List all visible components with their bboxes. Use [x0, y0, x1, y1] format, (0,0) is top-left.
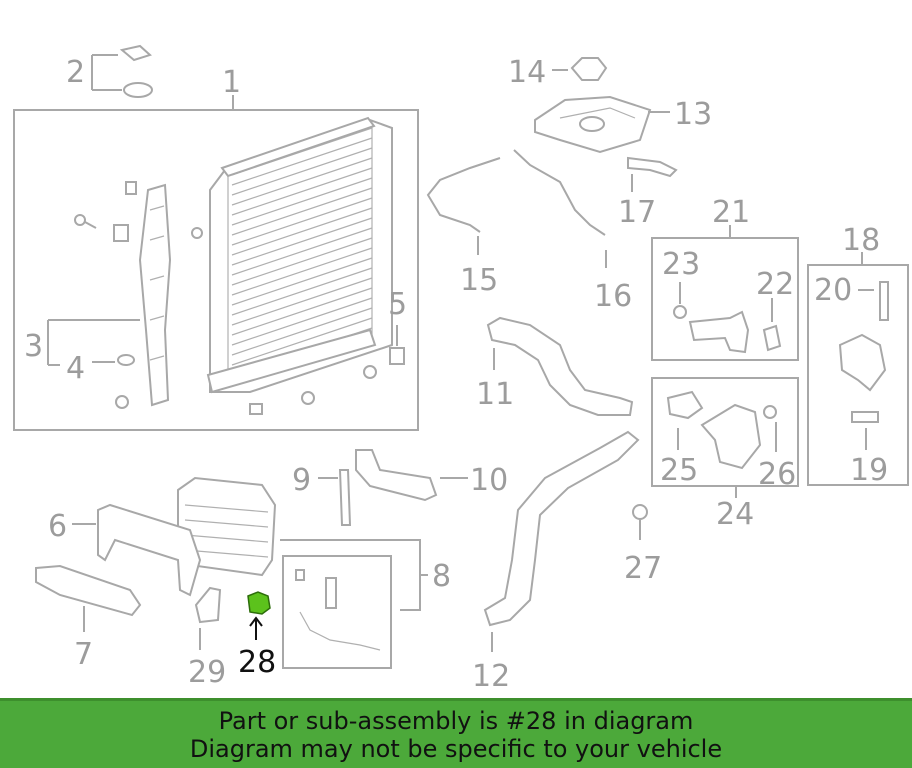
callout-19[interactable]: 19: [850, 453, 888, 488]
grommet-icon: [117, 354, 135, 366]
callout-26[interactable]: 26: [758, 457, 796, 492]
callout-11[interactable]: 11: [476, 377, 514, 412]
callout-28-arrow: [249, 616, 263, 640]
bolt-27: [632, 504, 648, 520]
callout-5[interactable]: 5: [388, 287, 407, 322]
wiring-harness-group-8: [280, 539, 428, 669]
clip-icon: [389, 347, 405, 365]
callout-21[interactable]: 21: [712, 195, 750, 230]
callout-9[interactable]: 9: [292, 463, 311, 498]
info-banner: Part or sub-assembly is #28 in diagram D…: [0, 698, 912, 768]
callout-1[interactable]: 1: [222, 65, 241, 100]
callout-10[interactable]: 10: [470, 463, 508, 498]
radiator-assembly-group: [13, 95, 419, 431]
highlighted-part-28[interactable]: [247, 591, 271, 615]
radiator-bracket: [113, 181, 172, 407]
outlet-group-18: [807, 252, 909, 486]
banner-line-disclaimer: Diagram may not be specific to your vehi…: [189, 734, 723, 763]
callout-22[interactable]: 22: [756, 267, 794, 302]
callout-12[interactable]: 12: [472, 659, 510, 694]
callout-6[interactable]: 6: [48, 509, 67, 544]
callout-13[interactable]: 13: [674, 97, 712, 132]
washer-icon: [119, 44, 152, 62]
callout-14[interactable]: 14: [508, 55, 546, 90]
nut-icon: [301, 391, 315, 405]
callout-16[interactable]: 16: [594, 279, 632, 314]
bolt-icon: [363, 365, 377, 379]
callout-2[interactable]: 2: [66, 55, 85, 90]
clip-icon: [249, 403, 263, 415]
bracket-9: [338, 469, 352, 526]
callout-8[interactable]: 8: [432, 559, 451, 594]
air-shutter-assembly: [97, 476, 277, 597]
lower-radiator-hose: [483, 430, 640, 627]
callout-4[interactable]: 4: [66, 351, 85, 386]
thermostat-housing-group-21: [651, 225, 799, 361]
callout-3[interactable]: 3: [24, 329, 43, 364]
callout-17[interactable]: 17: [618, 195, 656, 230]
water-outlet-group-24: [651, 377, 799, 498]
air-deflector-7: [35, 564, 142, 617]
callout-28[interactable]: 28: [238, 645, 276, 680]
bolt-icon: [115, 395, 129, 409]
reservoir-cap: [570, 57, 608, 81]
bracket-29: [194, 586, 222, 624]
callout-27[interactable]: 27: [624, 551, 662, 586]
callout-24[interactable]: 24: [716, 497, 754, 532]
callout-18[interactable]: 18: [842, 223, 880, 258]
callout-20[interactable]: 20: [814, 273, 852, 308]
overflow-hose-16: [513, 149, 606, 236]
banner-line-part-number: Part or sub-assembly is #28 in diagram: [218, 706, 694, 735]
washer-icon: [123, 82, 153, 98]
overflow-hose-15: [426, 157, 501, 233]
callout-29[interactable]: 29: [188, 655, 226, 690]
upper-radiator-hose: [486, 316, 634, 416]
callout-23[interactable]: 23: [662, 247, 700, 282]
callout-7[interactable]: 7: [74, 637, 93, 672]
coolant-reservoir: [534, 95, 652, 154]
upper-bracket-10: [355, 449, 438, 502]
bolt-icon: [191, 227, 203, 239]
radiator-core: [206, 116, 393, 394]
bolt-icon: [74, 214, 86, 226]
callout-25[interactable]: 25: [660, 453, 698, 488]
hose-clip: [627, 156, 678, 178]
callout-15[interactable]: 15: [460, 263, 498, 298]
parts-diagram: 1 2 3 4 5 6 7 8 9 10 11 12 13 14 15 16 1…: [13, 44, 909, 694]
